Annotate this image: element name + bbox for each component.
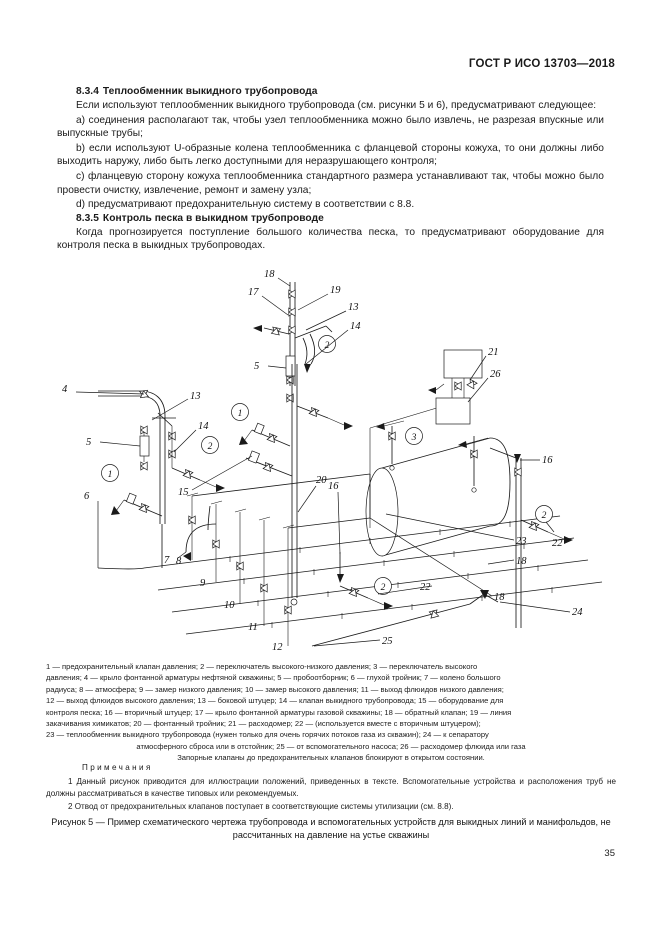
bubble-label: 3 <box>411 433 417 443</box>
bubble-2-right: 2 <box>535 505 553 523</box>
callout-16-right: 16 <box>542 455 553 466</box>
callout-18-bottom: 18 <box>494 592 505 603</box>
bubble-2-upper-left: 2 <box>201 436 219 454</box>
callout-17: 17 <box>248 287 259 298</box>
clause-title-834: Теплообменник выкидного трубопровода <box>102 86 318 97</box>
figure-callouts: 4 13 14 5 6 15 17 <box>62 269 583 653</box>
note-2: 2 Отвод от предохранительных клапанов по… <box>68 802 454 811</box>
callout-15: 15 <box>178 487 189 498</box>
bubble-2-manifold: 2 <box>374 577 392 595</box>
key-line: закачивания химикатов; 20 — фонтанный тр… <box>46 719 481 729</box>
figure-key: 1 — предохранительный клапан давления; 2… <box>46 661 616 764</box>
document-header: ГОСТ Р ИСО 13703—2018 <box>468 58 615 70</box>
key-line-centered: атмосферного сброса или в отстойник; 25 … <box>136 741 526 751</box>
paragraph-intro-835: Когда прогнозируется поступление большог… <box>57 226 604 252</box>
callout-13-left: 13 <box>190 391 201 402</box>
callout-21: 21 <box>488 347 499 358</box>
key-line: радиуса; 8 — атмосфера; 9 — замер низког… <box>46 684 504 694</box>
right-downcomer <box>489 447 573 628</box>
key-line: 12 — выход флюидов высокого давления; 13… <box>46 696 504 706</box>
callout-4: 4 <box>62 384 68 395</box>
callout-19: 19 <box>330 285 341 296</box>
callout-7: 7 <box>164 555 170 566</box>
bubble-label: 2 <box>208 442 213 452</box>
callout-18-top: 18 <box>264 269 275 280</box>
bubble-1-left: 1 <box>101 464 119 482</box>
callout-23: 23 <box>516 536 527 547</box>
key-note-blocked-valves: Запорные клапаны до предохранительных кл… <box>177 753 485 763</box>
callout-20: 20 <box>316 475 327 486</box>
key-line: контроля песка; 16 — вторичный штуцер; 1… <box>46 707 512 717</box>
separator-vessel <box>365 349 511 557</box>
callout-12: 12 <box>272 642 283 653</box>
callout-9: 9 <box>200 578 206 589</box>
callout-5-right: 5 <box>254 361 259 372</box>
callout-11: 11 <box>248 622 258 633</box>
notes-title: Примечания <box>82 763 153 772</box>
bubble-label: 1 <box>238 409 243 419</box>
bubble-2-gas-head: 2 <box>318 335 336 353</box>
bubble-1-gas-head: 1 <box>231 403 249 421</box>
page-number: 35 <box>604 848 615 859</box>
callout-14-right: 14 <box>350 321 361 332</box>
key-line: давления; 4 — крыло фонтанной арматуры н… <box>46 673 501 683</box>
callout-22-right: 22 <box>552 538 563 549</box>
bubble-3-vessel: 3 <box>405 427 423 445</box>
callout-14-left: 14 <box>198 421 209 432</box>
paragraph-item-d: d) предусматривают предохранительную сис… <box>76 199 415 211</box>
key-line: 23 — теплообменник выкидного трубопровод… <box>46 730 489 740</box>
callout-10: 10 <box>224 600 235 611</box>
callout-8: 8 <box>176 556 182 567</box>
instrument-bubbles: 1 2 1 2 3 <box>101 335 553 595</box>
callout-5-left: 5 <box>86 437 91 448</box>
figure-notes: Примечания 1 Данный рисунок приводится д… <box>46 762 616 814</box>
gas-wellhead-assembly <box>239 282 353 606</box>
callout-16-middle: 16 <box>328 481 339 492</box>
note-1: 1 Данный рисунок приводится для иллюстра… <box>46 777 616 798</box>
key-line: 1 — предохранительный клапан давления; 2… <box>46 662 478 671</box>
paragraph-item-a: a) соединения располагают так, чтобы узе… <box>57 114 604 140</box>
paragraph-item-b: b) если используют U-образные колена теп… <box>57 142 604 168</box>
clause-number-835: 8.3.5 <box>76 212 99 224</box>
bubble-label: 1 <box>108 470 113 480</box>
callout-22-bottom: 22 <box>420 582 431 593</box>
paragraph-intro-834: Если используют теплообменник выкидного … <box>76 100 597 111</box>
callout-25: 25 <box>382 636 393 647</box>
figure-caption: Рисунок 5 — Пример схематического чертеж… <box>51 817 611 840</box>
bubble-label: 2 <box>381 583 386 593</box>
bubble-label: 2 <box>542 511 547 521</box>
figure-5-piping-schematic: 1 2 1 2 3 <box>40 268 625 653</box>
clause-title-835: Контроль песка в выкидном трубопроводе <box>102 212 324 224</box>
paragraph-item-c: c) фланцевую сторону кожуха теплообменни… <box>57 170 604 196</box>
callout-6: 6 <box>84 491 90 502</box>
callout-24: 24 <box>572 607 583 618</box>
left-wellhead-assembly <box>98 389 225 524</box>
callout-26: 26 <box>490 369 501 380</box>
callout-13-right: 13 <box>348 302 359 313</box>
clause-number-834: 8.3.4 <box>76 86 99 97</box>
bubble-label: 2 <box>325 341 330 351</box>
callout-18-right: 18 <box>516 556 527 567</box>
